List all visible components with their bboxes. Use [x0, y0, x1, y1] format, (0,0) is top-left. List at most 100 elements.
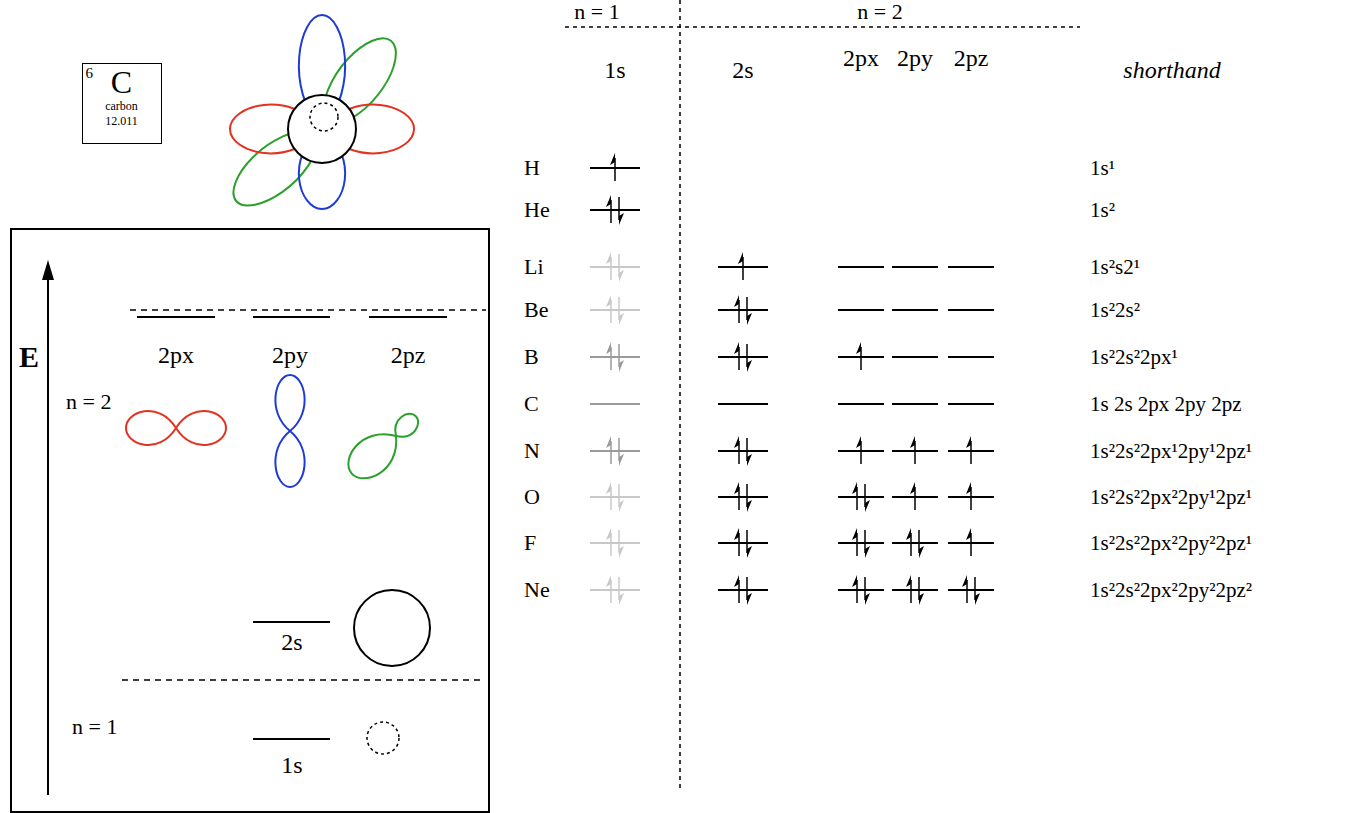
element-symbol: H [524, 157, 540, 179]
electron-configuration: 1s² [1090, 200, 1115, 221]
orbital-level [892, 356, 938, 358]
orbital-level [718, 403, 768, 405]
orbital-label: 2s [281, 630, 302, 654]
orbital-level [590, 356, 640, 358]
electron-configuration: 1s²2s²2px²2py²2pz² [1090, 580, 1252, 601]
spin-up-arrow [906, 575, 911, 587]
px-orbital [176, 411, 226, 445]
spin-up-arrow [606, 575, 611, 587]
orbital-level [590, 266, 640, 268]
electron-configuration: 1s²2s²2px¹ [1090, 347, 1178, 368]
element-symbol: F [524, 532, 536, 554]
spin-up-arrow [606, 252, 611, 264]
spin-up-arrow [606, 528, 611, 540]
spin-down-arrow [619, 270, 624, 282]
orbital-label: 2pz [391, 343, 426, 367]
shell-divider [122, 679, 480, 681]
1s-shell [310, 103, 338, 131]
spin-down-arrow [865, 593, 870, 605]
orbital-level [590, 496, 640, 498]
spin-up-arrow [738, 252, 743, 264]
spin-down-arrow [865, 500, 870, 512]
2s-shell [288, 95, 356, 163]
spin-down-arrow [747, 546, 752, 558]
spin-up-arrow [606, 342, 611, 354]
axis-arrowhead [42, 260, 54, 280]
element-symbol: C [111, 66, 132, 98]
spin-down-arrow [747, 500, 752, 512]
spin-up-arrow [906, 528, 911, 540]
spin-up-arrow [606, 295, 611, 307]
spin-down-arrow [747, 360, 752, 372]
spin-down-arrow [619, 593, 624, 605]
spin-up-arrow [606, 436, 611, 448]
spin-down-arrow [619, 546, 624, 558]
spin-up-arrow [856, 342, 861, 354]
orbital-level [838, 589, 884, 591]
spin-up-arrow [852, 482, 857, 494]
orbital-level [892, 266, 938, 268]
orbital-level [838, 542, 884, 544]
spin-down-arrow [619, 454, 624, 466]
spin-up-arrow [856, 436, 861, 448]
orbital-level [948, 403, 994, 405]
spin-up-arrow [966, 482, 971, 494]
orbital-level [892, 589, 938, 591]
spin-up-arrow [734, 482, 739, 494]
element-symbol: Li [524, 256, 544, 278]
spin-up-arrow [962, 575, 967, 587]
element-symbol: Ne [524, 579, 550, 601]
element-symbol: N [524, 440, 540, 462]
orbital-level [718, 589, 768, 591]
1s-orbital [367, 722, 399, 754]
spin-up-arrow [734, 295, 739, 307]
orbital-level [590, 589, 640, 591]
spin-down-arrow [619, 500, 624, 512]
spin-up-arrow [910, 482, 915, 494]
element-tile: 6Ccarbon12.011 [82, 63, 162, 144]
spin-down-arrow [919, 593, 924, 605]
spin-down-arrow [865, 546, 870, 558]
orbital-level [718, 356, 768, 358]
atomic-number: 6 [86, 66, 94, 81]
spin-down-arrow [747, 593, 752, 605]
spin-down-arrow [619, 313, 624, 325]
orbital-level [838, 309, 884, 311]
spin-up-arrow [734, 528, 739, 540]
spin-up-arrow [966, 436, 971, 448]
element-symbol: B [524, 346, 539, 368]
header-divider [565, 26, 1080, 28]
orbital-level [718, 496, 768, 498]
energy-axis [47, 276, 49, 795]
orbital-level [590, 403, 640, 405]
pz-orbital [340, 422, 408, 487]
orbital-header: 2s [732, 58, 753, 82]
orbital-level [948, 589, 994, 591]
spin-down-arrow [747, 454, 752, 466]
orbital-level [718, 542, 768, 544]
spin-up-arrow [910, 436, 915, 448]
orbital-level [718, 450, 768, 452]
spin-up-arrow [606, 482, 611, 494]
spin-up-arrow [734, 436, 739, 448]
orbital-level [892, 542, 938, 544]
orbital-level [590, 450, 640, 452]
energy-level [369, 316, 447, 318]
2s-orbital [354, 590, 430, 666]
shell-header: n = 1 [574, 1, 619, 23]
spin-down-arrow [919, 546, 924, 558]
spin-down-arrow [975, 593, 980, 605]
electron-configuration: 1s 2s 2px 2py 2pz [1090, 394, 1242, 415]
element-symbol: O [524, 486, 540, 508]
electron-configuration: 1s²2s²2px²2py¹2pz¹ [1090, 487, 1252, 508]
energy-level [137, 316, 215, 318]
py-orbital [275, 431, 304, 487]
shell-divider [679, 0, 681, 792]
pz-orbital [389, 409, 423, 443]
spin-up-arrow [734, 575, 739, 587]
py-orbital [275, 375, 304, 431]
orbital-level [590, 209, 640, 211]
spin-down-arrow [619, 213, 624, 225]
orbital-level [718, 309, 768, 311]
energy-level [253, 738, 330, 740]
